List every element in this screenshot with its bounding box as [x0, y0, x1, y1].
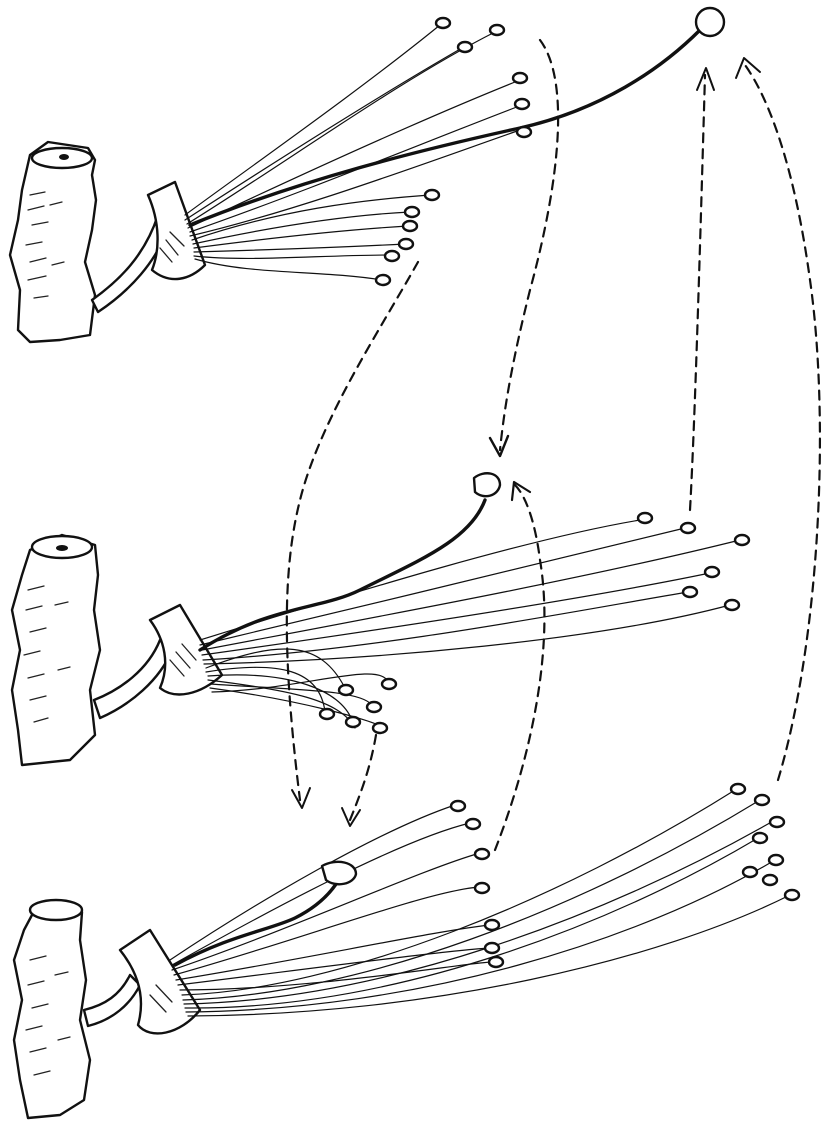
anthers-1 — [376, 18, 531, 285]
flower-3 — [14, 784, 799, 1118]
arrowhead-down-1 — [490, 436, 508, 456]
stigma-1 — [696, 8, 724, 36]
stalk-3 — [84, 975, 140, 1026]
branch-3-top — [30, 900, 82, 920]
arrowhead-down-2 — [292, 788, 310, 808]
branch-2 — [12, 535, 100, 765]
pollen-transfer-arrows — [287, 40, 820, 850]
style-2 — [200, 500, 485, 650]
anthers-2 — [320, 513, 749, 733]
flower-2 — [12, 473, 749, 765]
stigma-2 — [474, 473, 500, 496]
calyx-1 — [148, 182, 205, 279]
arrow-f2-to-f3-stigma — [350, 735, 376, 820]
style-3 — [175, 878, 340, 965]
branch-3 — [14, 902, 90, 1118]
arrow-f2-to-f1-stigma — [690, 75, 705, 510]
stigma-3 — [322, 862, 356, 884]
stamens-1 — [185, 25, 522, 280]
anthers-3 — [451, 784, 799, 967]
arrow-f3-to-f2-stigma — [495, 485, 544, 850]
arrow-f3-to-f1-stigma — [745, 65, 820, 780]
stamens-2 — [200, 520, 740, 728]
flower-1 — [10, 8, 724, 342]
branch-1 — [10, 142, 96, 342]
stalk-2 — [94, 640, 172, 718]
branch-2-hole — [56, 545, 68, 551]
branch-1-hole — [59, 154, 69, 160]
